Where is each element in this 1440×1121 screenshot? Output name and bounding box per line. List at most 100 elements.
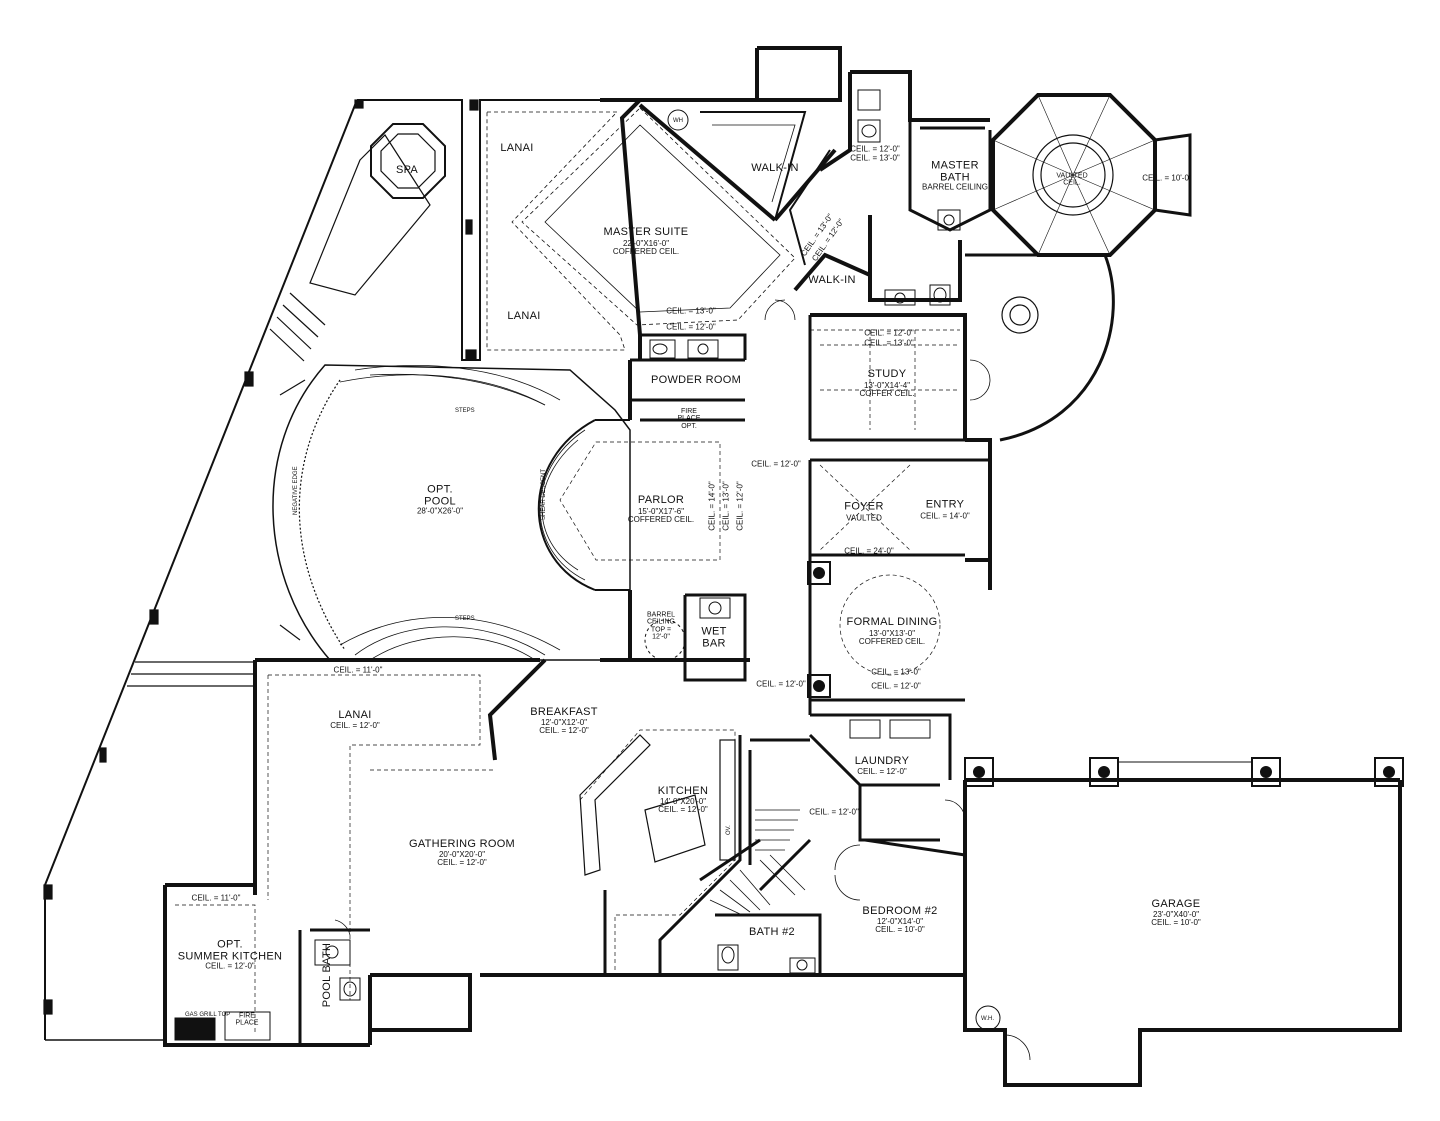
kitchen-label: KITCHEN 14'-0"X20'-0" CEIL. = 12'-0"	[657, 784, 709, 814]
garage-posts	[807, 561, 1404, 787]
formal-dining-name: FORMAL DINING	[846, 616, 938, 629]
steps-label-bottom: STEPS	[455, 616, 475, 622]
ceiling-note-parlor-2: CEIL. = 13'-0"	[721, 481, 731, 531]
breakfast-name: BREAKFAST	[530, 705, 598, 718]
pool-name: OPT.	[427, 483, 453, 496]
gathering-room-ceiling: CEIL. = 12'-0"	[437, 857, 487, 867]
kitchen-size: 14'-0"X20'-0"	[659, 796, 707, 806]
oven-label: OV.	[726, 825, 732, 835]
bedroom-2-label: BEDROOM #2 12'-0"X14'-0" CEIL. = 10'-0"	[862, 905, 937, 934]
gathering-room-name: GATHERING ROOM	[408, 837, 516, 850]
master-suite-label: MASTER SUITE 22'-0"X16'-0" COFFERED CEIL…	[604, 223, 689, 257]
parlor-name: PARLOR	[637, 494, 685, 507]
barrel-line-1: BARREL	[646, 611, 676, 619]
exterior-walls	[163, 46, 1402, 1087]
entry-ceiling: CEIL. = 14'-0"	[920, 511, 970, 521]
barrel-line-3: TOP =	[650, 626, 672, 633]
ceiling-note-ms-1: CEIL. = 13'-0"	[666, 306, 716, 316]
master-bath-label: MASTER BATH BARREL CEILING	[922, 159, 988, 192]
formal-dining-label: FORMAL DINING 13'-0"X13'-0" COFFERED CEI…	[847, 613, 938, 647]
gathering-room-label: GATHERING ROOM 20'-0"X20'-0" CEIL. = 12'…	[408, 837, 516, 867]
ceiling-note-study-1: CEIL. = 12'-0"	[864, 328, 914, 338]
vaulted-ceiling-label: VAULTED CEIL.	[1056, 173, 1087, 188]
fireplace-opt-line-3: OPT.	[681, 422, 697, 430]
ceiling-note-dining-2: CEIL. = 12'-0"	[871, 681, 921, 691]
study-ceiling: COFFER CEIL.	[859, 389, 915, 399]
foyer-ceiling: VAULTED	[846, 513, 882, 523]
bath-2-label: BATH #2	[749, 926, 795, 939]
summer-kitchen-label: OPT. SUMMER KITCHEN CEIL. = 12'-0"	[178, 938, 282, 971]
garage-name: GARAGE	[1151, 897, 1201, 910]
lanai-bottom-label: LANAI	[507, 310, 541, 323]
master-suite-size: 22'-0"X16'-0"	[622, 239, 670, 249]
laundry-ceiling: CEIL. = 12'-0"	[857, 766, 907, 776]
ceiling-note-hall-2: CEIL. = 12'-0"	[756, 679, 806, 689]
study-label: STUDY 13'-0"X14'-4" COFFER CEIL.	[859, 365, 914, 399]
wet-bar-line-1: WET	[701, 625, 727, 638]
parlor-ceiling: COFFERED CEIL.	[627, 515, 695, 525]
master-suite-walls	[521, 107, 831, 326]
barrel-line-2: CEILING	[646, 618, 676, 626]
wet-bar-label: WET BAR	[701, 626, 726, 649]
octagon-tower	[965, 93, 1192, 442]
ceiling-note-summer: CEIL. = 11'-0"	[191, 893, 241, 903]
entry-label: ENTRY CEIL. = 14'-0"	[920, 495, 970, 520]
formal-dining-ceiling: COFFERED CEIL.	[858, 637, 926, 647]
ceiling-note-parlor-3: CEIL. = 12'-0"	[735, 481, 745, 531]
ceiling-note-stair: CEIL. = 12'-0"	[809, 807, 859, 817]
barrel-ceiling-label: BARREL CEILING TOP = 12'-0"	[647, 611, 675, 640]
bedroom-2-size: 12'-0"X14'-0"	[876, 916, 924, 926]
ceiling-note-mb-1: CEIL. = 12'-0"	[850, 144, 900, 154]
parlor-size: 15'-0"X17'-6"	[637, 507, 685, 517]
vaulted-line-1: VAULTED	[1056, 172, 1088, 180]
fireplace-opt-line-1: FIRE	[681, 407, 697, 415]
interior-walls	[298, 315, 990, 1045]
vaulted-line-2: CEIL.	[1063, 180, 1081, 187]
formal-dining-size: 13'-0"X13'-0"	[868, 629, 916, 639]
laundry-label: LAUNDRY CEIL. = 12'-0"	[854, 755, 910, 776]
laundry-name: LAUNDRY	[854, 755, 910, 768]
kitchen-ceiling: CEIL. = 12'-0"	[658, 804, 708, 814]
entry-name: ENTRY	[925, 498, 965, 511]
pool-label: OPT. POOL 28'-0"X26'-0"	[417, 483, 463, 516]
deck-outline	[43, 99, 600, 1041]
water-heater-label-1: WH	[673, 118, 683, 124]
pool-bath-label: POOL BATH	[321, 942, 334, 1008]
dashed-outlines	[175, 329, 960, 1035]
parlor-label: PARLOR 15'-0"X17'-6" COFFERED CEIL.	[628, 491, 694, 525]
garage-size: 23'-0"X40'-0"	[1152, 909, 1200, 919]
fireplace-ext-line-2: PLACE	[235, 1020, 259, 1027]
powder-room-label: POWDER ROOM	[650, 374, 742, 387]
walk-in-1-label: WALK-IN	[751, 162, 799, 175]
garage-label: GARAGE 23'-0"X40'-0" CEIL. = 10'-0"	[1151, 897, 1201, 927]
summer-kitchen-ceiling: CEIL. = 12'-0"	[205, 961, 255, 971]
ceiling-note-dining-1: CEIL. = 13'-0"	[871, 667, 921, 677]
summer-kitchen-name: OPT.	[217, 938, 243, 951]
ceiling-note-mb-2: CEIL. = 13'-0"	[850, 153, 900, 163]
fixtures	[174, 89, 1001, 1041]
study-size: 13'-0"X14'-4"	[863, 381, 911, 391]
negative-edge-label: NEGATIVE EDGE	[293, 466, 299, 515]
steps-label-top: STEPS	[455, 408, 475, 414]
fireplace-opt-label: FIRE PLACE OPT.	[678, 408, 701, 430]
ceiling-note-foyer: CEIL. = 24'-0"	[844, 546, 894, 556]
fireplace-ext-line-1: FIRE	[239, 1012, 255, 1020]
kitchen-island	[579, 734, 736, 876]
pool-name-2: POOL	[424, 494, 456, 507]
wet-bar-line-2: BAR	[702, 637, 726, 649]
lanai-main-label: LANAI CEIL. = 12'-0"	[330, 709, 380, 730]
breakfast-size: 12'-0"X12'-0"	[540, 717, 588, 727]
kitchen-name: KITCHEN	[657, 784, 709, 797]
study-name: STUDY	[867, 368, 907, 381]
walk-in-2-label: WALK-IN	[808, 274, 856, 287]
parlor-arc	[537, 419, 630, 591]
fireplace-opt-line-2: PLACE	[677, 415, 701, 423]
doors	[334, 299, 1031, 1061]
lanai-top-label: LANAI	[500, 142, 534, 155]
master-bath-ceiling: BARREL CEILING	[922, 182, 988, 192]
breakfast-label: BREAKFAST 12'-0"X12'-0" CEIL. = 12'-0"	[530, 705, 598, 735]
garage-ceiling: CEIL. = 10'-0"	[1151, 917, 1201, 927]
ceiling-note-gallery: CEIL. = 12'-0"	[751, 459, 801, 469]
master-bath-name: MASTER	[931, 159, 979, 172]
